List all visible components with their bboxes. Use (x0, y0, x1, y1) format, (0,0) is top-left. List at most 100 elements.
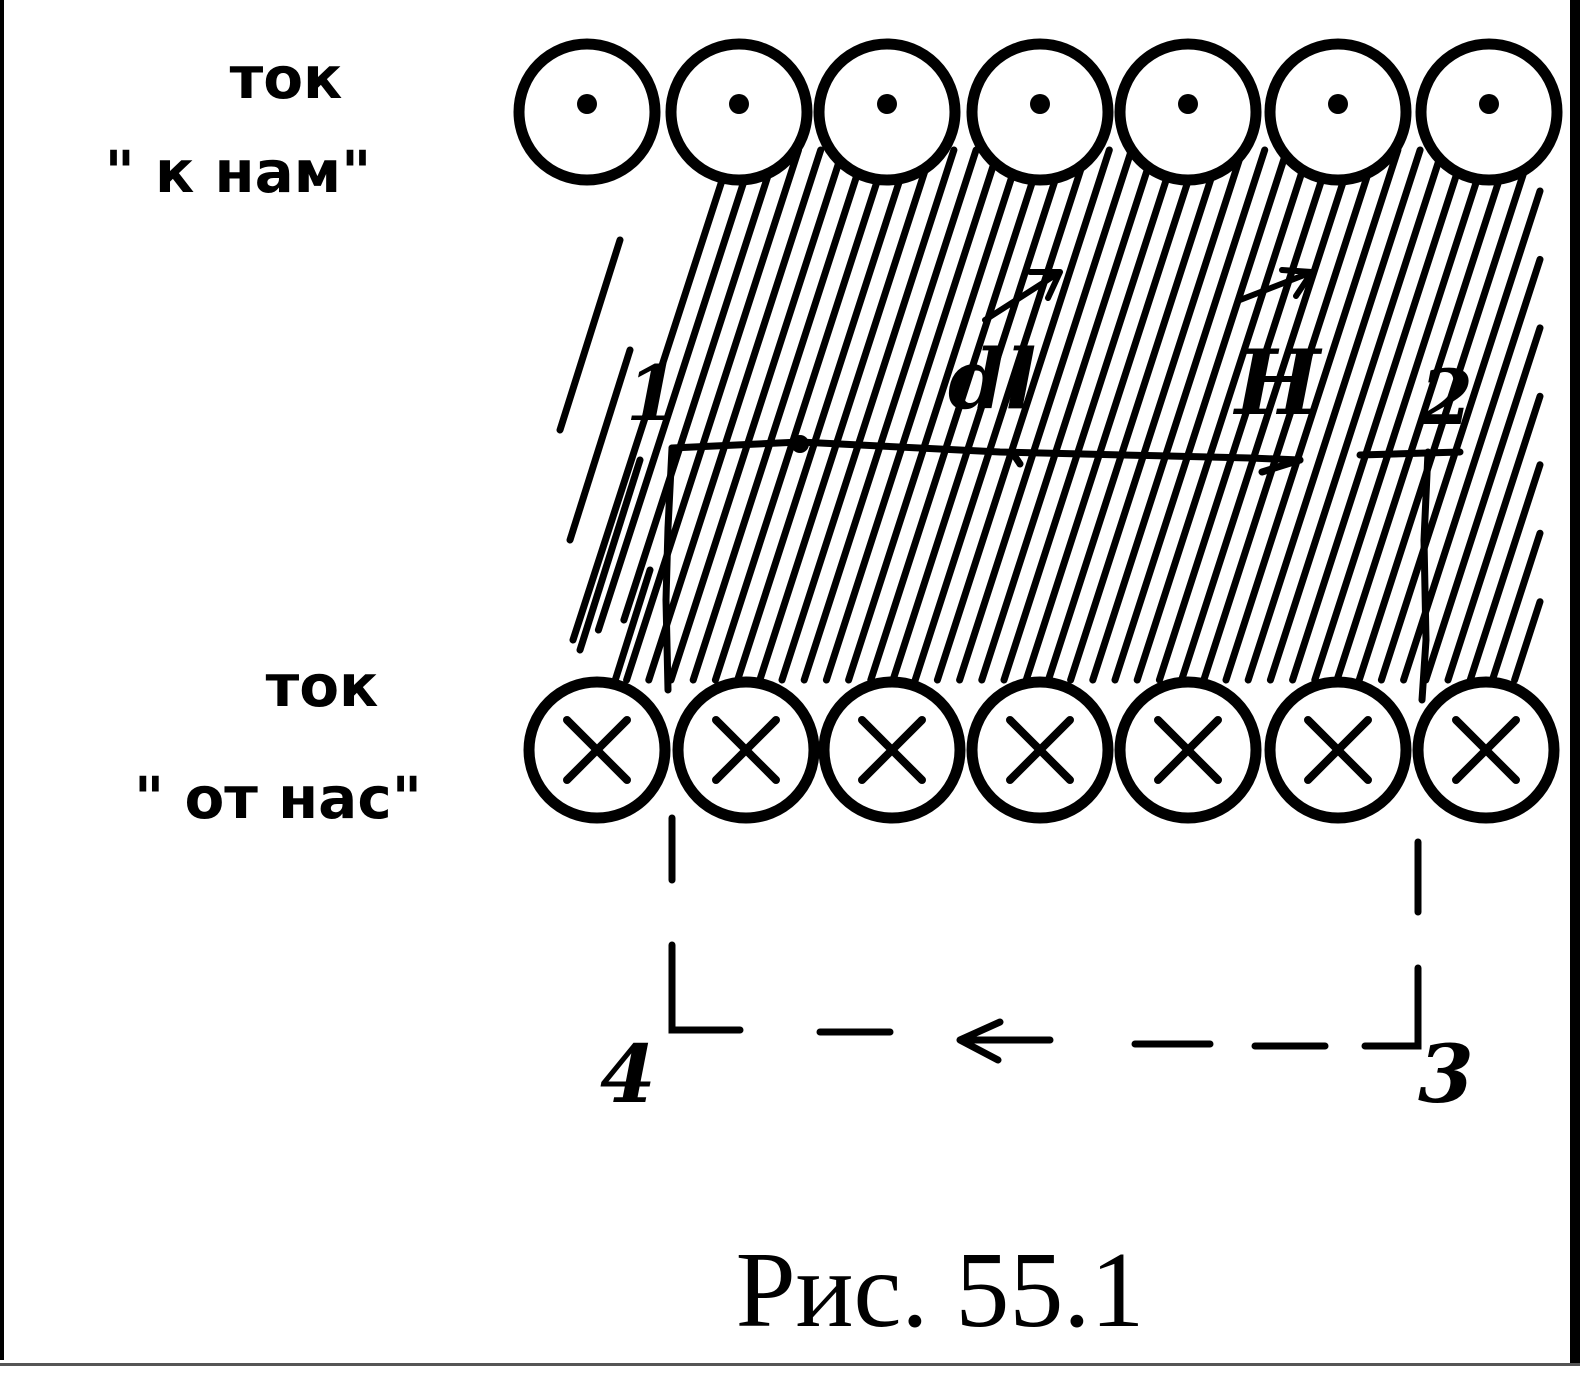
hatch-line (822, 146, 1002, 684)
vector-dl-arrow-icon (982, 269, 1063, 323)
hatch-line (978, 146, 1158, 684)
conductor-toward-viewer (1114, 38, 1262, 186)
hatch-line (1111, 146, 1291, 684)
current-dot-icon (1479, 94, 1499, 114)
point-1-label: 1 (626, 349, 679, 438)
scan-bottom-edge (0, 1363, 1580, 1366)
hatch-line (1444, 392, 1544, 684)
dl-arrowhead (1008, 448, 1024, 468)
hatch-line (623, 146, 802, 684)
conductor-toward-viewer (665, 38, 813, 186)
H-arrowhead (1258, 456, 1304, 476)
hatch-line (1266, 146, 1446, 684)
vector-dl-text: dl (948, 332, 1037, 428)
hatch-line (1355, 146, 1535, 684)
contour-side-1-4-upper (662, 444, 676, 694)
hatch-line (734, 146, 913, 684)
conductor-away-from-viewer (966, 676, 1114, 824)
current-cross-icon (1006, 716, 1074, 784)
hatch-line (1200, 146, 1380, 684)
integration-contour (662, 435, 1464, 1064)
conductor-away-from-viewer (1114, 676, 1262, 824)
hatch-line (620, 146, 780, 624)
hatch-line (956, 146, 1135, 684)
hatch-line (645, 146, 825, 684)
hatch-line (1466, 461, 1544, 684)
current-cross-icon (858, 716, 926, 784)
hatch-line (1289, 146, 1468, 684)
hatch-line (867, 146, 1047, 684)
hatch-line (1133, 146, 1313, 684)
conductor-away-from-viewer (523, 676, 671, 824)
hatch-line (1044, 146, 1224, 684)
conductor-away-from-viewer (818, 676, 966, 824)
hatch-line (800, 146, 980, 684)
figure-caption: Рис. 55.1 (736, 1231, 1145, 1350)
current-cross-icon (563, 716, 631, 784)
field-hatching (556, 146, 1544, 764)
hatch-line (1022, 146, 1202, 684)
point-4-label: 4 (600, 1027, 656, 1121)
vector-H-text: H (1232, 330, 1323, 436)
scan-right-edge (1570, 0, 1580, 1366)
point-3-label: 3 (1418, 1027, 1474, 1121)
current-dot-icon (877, 94, 897, 114)
contour-corner-4 (668, 941, 744, 1034)
vector-H-arrow-icon (1237, 267, 1315, 303)
hatch-line (1222, 146, 1402, 684)
hatch-line (911, 146, 1091, 684)
hatch-line (1089, 146, 1269, 684)
current-cross-icon (712, 716, 780, 784)
current-dot-icon (577, 94, 597, 114)
hatch-line (756, 146, 936, 684)
current-cross-icon (1452, 716, 1520, 784)
conductor-away-from-viewer (672, 676, 820, 824)
conductor-toward-viewer (813, 38, 961, 186)
current-cross-icon (1304, 716, 1372, 784)
conductor-toward-viewer (1415, 38, 1563, 186)
hatch-line (1377, 187, 1544, 684)
bottom-current-label-line2: " от нас" (134, 764, 422, 832)
conductor-away-from-viewer (1412, 676, 1560, 824)
contour-side-1-2-right (1356, 448, 1464, 459)
hatch-line (556, 236, 624, 434)
contour-corner-3 (1361, 964, 1422, 1050)
hatch-line (594, 146, 758, 634)
hatch-line (667, 146, 847, 684)
hatch-line (689, 146, 869, 684)
hatch-line (1244, 146, 1424, 684)
hatch-line (1178, 146, 1357, 684)
contour-side-1-2 (668, 438, 1304, 464)
hatch-line (845, 146, 1024, 684)
vector-H-label: H (1232, 267, 1323, 436)
hatch-line (566, 346, 634, 544)
hatch-line (889, 146, 1069, 684)
current-dot-icon (1030, 94, 1050, 114)
conductor-away-from-viewer (1264, 676, 1412, 824)
hatch-line (1333, 146, 1513, 684)
arrow-left-3-4 (956, 1018, 1054, 1064)
current-dot-icon (1328, 94, 1348, 114)
hatch-line (1311, 146, 1491, 684)
hatch-line (1067, 146, 1246, 684)
hatch-line (1488, 529, 1544, 684)
hatch-line (1511, 598, 1544, 684)
bottom-conductor-row (523, 676, 1560, 824)
top-conductor-row (513, 38, 1563, 186)
current-cross-icon (1154, 716, 1222, 784)
conductor-toward-viewer (966, 38, 1114, 186)
hatch-line (1155, 146, 1335, 684)
point-2-label: 2 (1419, 353, 1473, 442)
bottom-current-label-line1: ток (266, 652, 379, 720)
hatch-line (1000, 146, 1180, 684)
top-current-label-line2: " к нам" (105, 138, 372, 206)
hatch-line (1422, 324, 1544, 684)
hatch-line (711, 146, 891, 684)
contour-side-2-3-upper (1418, 448, 1432, 704)
hatch-line (576, 456, 644, 654)
hatch-line (778, 146, 958, 684)
hatch-line (569, 146, 736, 644)
conductor-toward-viewer (1264, 38, 1412, 186)
